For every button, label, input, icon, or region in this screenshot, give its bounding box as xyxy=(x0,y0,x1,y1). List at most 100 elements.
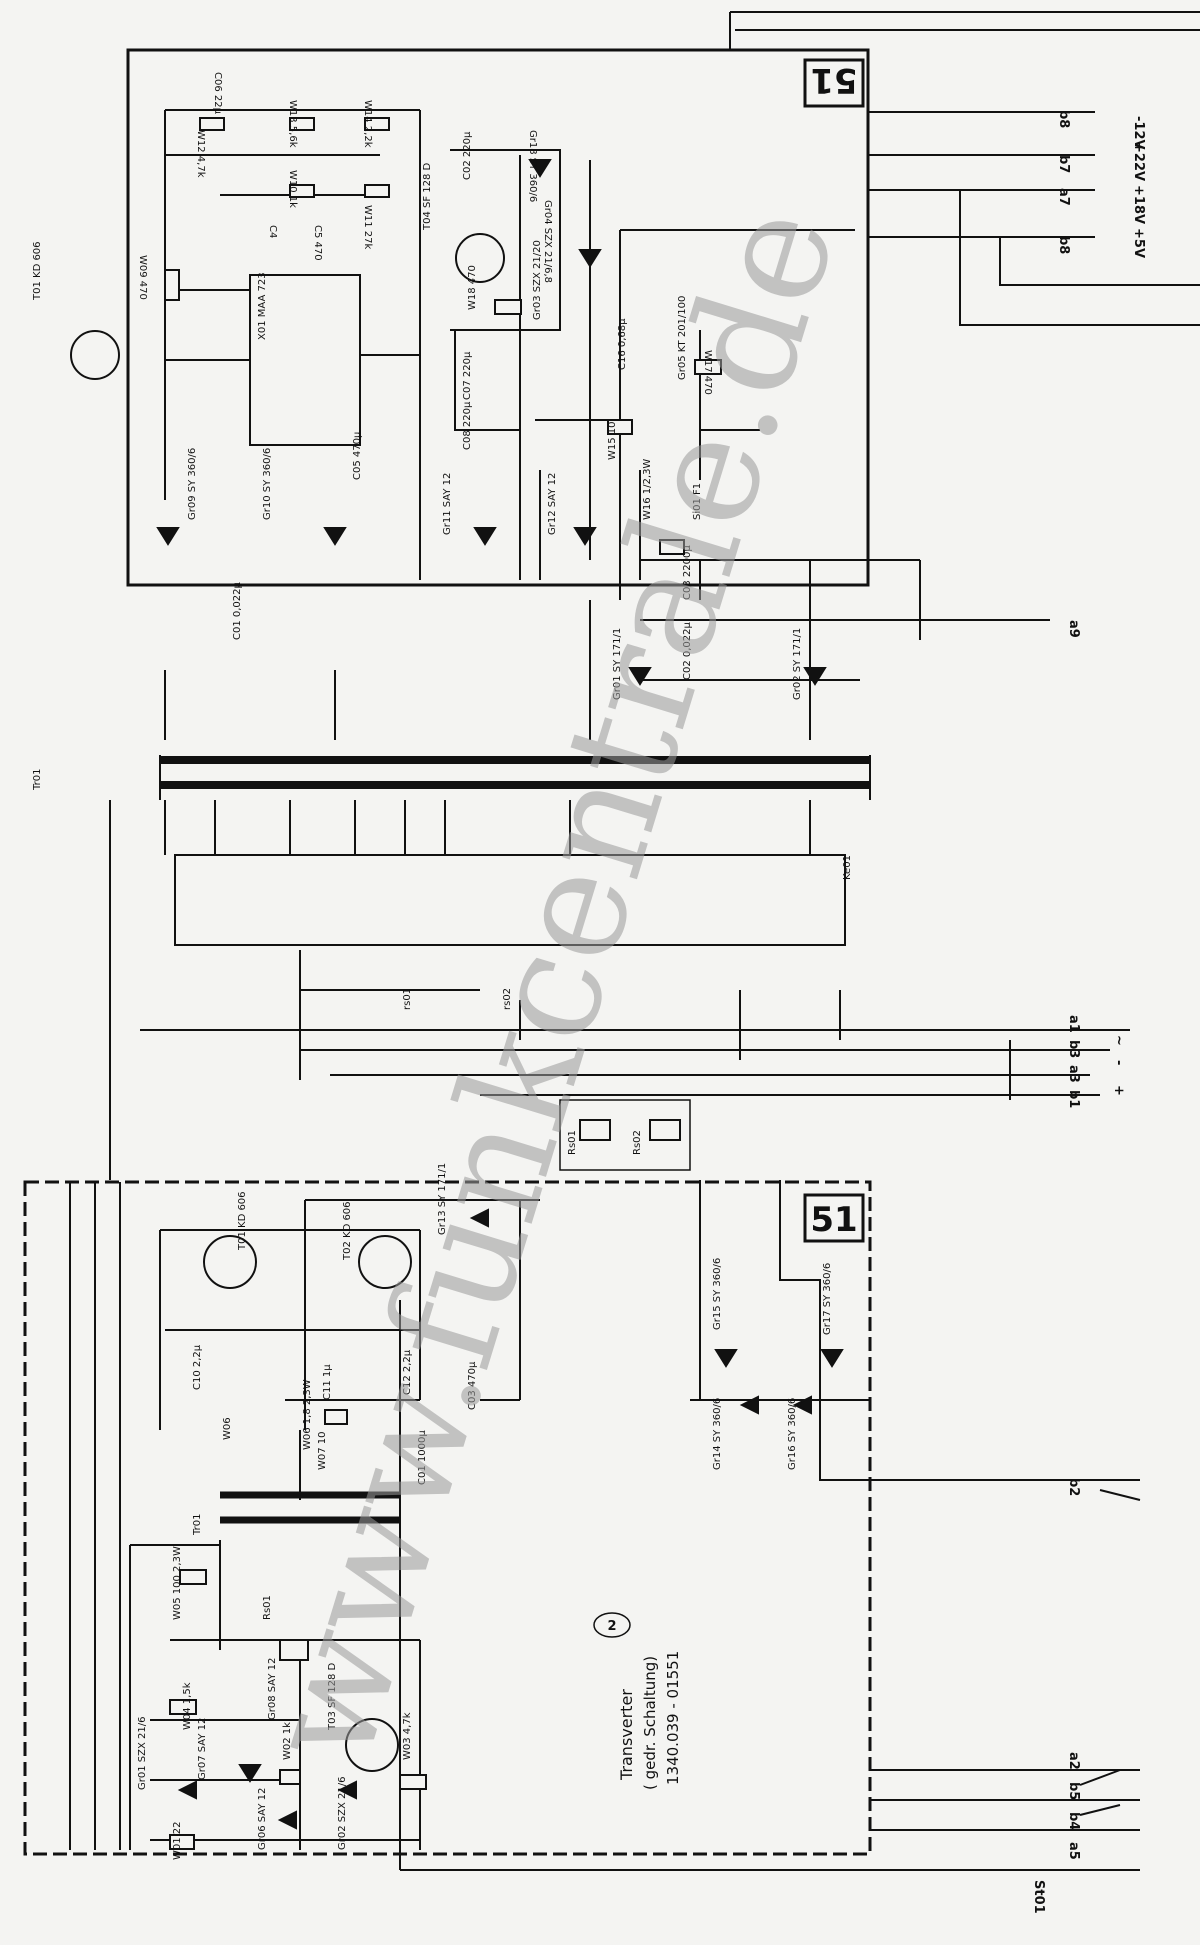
labels-mid-3: rs02 xyxy=(502,988,513,1010)
labels-bottom-0: T01 KD 606 xyxy=(237,1191,248,1251)
title-block: 2 Transverter ( gedr. Schaltung) 1340.03… xyxy=(593,1612,682,1790)
labels-top-2: W13 5,6k xyxy=(287,100,298,148)
connector-label-8: b1 xyxy=(1066,1090,1081,1108)
labels-top-31: C02 0,022µ xyxy=(682,621,693,680)
connector-label-10: St01 xyxy=(1031,1880,1046,1914)
connectors: a9 b2 a2 b5 b4 a5 b3 a3 b1 a1 St01 ~ - + xyxy=(1031,620,1126,1914)
module-top-frame xyxy=(126,48,870,587)
output-label-0: -12V xyxy=(1131,116,1146,150)
labels-bottom-21: Gr01 SZX 21/6 xyxy=(137,1717,148,1790)
connector-label-4: b4 xyxy=(1066,1812,1081,1830)
connector-label-0: a9 xyxy=(1066,620,1081,638)
connector-label-2: a2 xyxy=(1066,1752,1081,1770)
labels-top-13: T04 SF 128 D xyxy=(422,162,433,231)
labels-top-22: W17 470 xyxy=(702,350,713,395)
labels-top-17: Gr04 SZX 21/6,8 xyxy=(542,200,553,283)
labels-bottom-26: W01 22 xyxy=(172,1821,183,1860)
labels-bottom-1: T02 KD 606 xyxy=(342,1201,353,1261)
labels-bottom-22: W02 1k xyxy=(282,1722,293,1760)
labels-bottom-8: W07 10 xyxy=(317,1431,328,1470)
labels-bottom-20: Gr07 SAY 12 xyxy=(197,1718,208,1780)
labels-top-21: C16 0,68µ xyxy=(617,318,628,370)
labels-bottom-18: Gr08 SAY 12 xyxy=(267,1658,278,1720)
labels-top-16: W18 470 xyxy=(467,265,478,310)
output-label-2: +18V xyxy=(1131,185,1146,224)
labels-bottom-14: Tr01 xyxy=(192,1514,203,1536)
labels-top-7: C5 470 xyxy=(312,225,323,261)
labels-bottom-23: Gr06 SAY 12 xyxy=(257,1788,268,1850)
right-outputs: -12V b8 +22V b7 +18V a7 +5V b8 xyxy=(1056,110,1146,258)
labels-top-23: W15 10 xyxy=(607,421,618,460)
module-badges: 51 51 xyxy=(803,58,865,1243)
output-label-1: +22V xyxy=(1131,142,1146,181)
labels-bottom-4: C11 1µ xyxy=(322,1364,333,1400)
labels-top-19: C07 220µ xyxy=(462,351,473,400)
labels-top-20: C08 220µ xyxy=(462,401,473,450)
labels-bottom-12: Gr14 SY 360/6 xyxy=(712,1398,723,1470)
labels-top-30: C03 2200µ xyxy=(682,545,693,600)
labels-bottom-5: C12 2,2µ xyxy=(402,1349,413,1395)
module-badge-bottom: 51 xyxy=(810,1200,857,1240)
labels-bottom-6: C03 470µ xyxy=(467,1361,478,1410)
labels-top-32: Gr01 SY 171/1 xyxy=(612,628,623,700)
connector-label-6: b3 xyxy=(1066,1040,1081,1058)
labels-mid-5: Rs02 xyxy=(632,1130,643,1155)
labels-bottom-7: W06 1,8 2,3W xyxy=(302,1379,313,1450)
labels-top-24: Gr05 KT 201/100 xyxy=(677,296,688,380)
title-number: 2 xyxy=(607,1619,616,1634)
labels-top-18: Gr03 SZX 21/20 xyxy=(532,240,543,320)
polarity-1: - xyxy=(1111,1060,1126,1065)
labels-top-9: X01 MAA 723 xyxy=(257,272,268,340)
labels-bottom-9: C01 1000µ xyxy=(417,1430,428,1485)
labels-top-28: Gr12 SAY 12 xyxy=(547,473,558,535)
labels-top-3: W14 2,2k xyxy=(362,100,373,148)
labels-top-12: Gr10 SY 360/6 xyxy=(262,448,273,520)
labels-top-10: C05 470µ xyxy=(352,431,363,480)
labels-mid-4: Rs01 xyxy=(567,1130,578,1155)
output-pin-2: a7 xyxy=(1056,188,1071,206)
labels-top-35: W06 xyxy=(222,1417,233,1440)
connector-label-5: a5 xyxy=(1066,1842,1081,1860)
connector-label-1: b2 xyxy=(1066,1478,1081,1496)
labels-top-14: C02 220µ xyxy=(462,131,473,180)
labels-bottom-15: W05 100 2,3W xyxy=(172,1546,183,1620)
module-badge-top: 51 xyxy=(810,60,857,100)
connector-label-7: a3 xyxy=(1066,1065,1081,1083)
labels-top-1: W12 4,7k xyxy=(195,130,206,178)
labels-bottom-25: W03 4,7k xyxy=(402,1712,413,1760)
title-line-3: 1340.039 - 01551 xyxy=(664,1651,682,1785)
labels-bottom-24: Gr02 SZX 21/6 xyxy=(337,1777,348,1850)
labels-top-26: Si01 F1 xyxy=(692,483,703,520)
output-pin-1: b7 xyxy=(1056,155,1071,173)
connector-label-9: a1 xyxy=(1066,1015,1081,1033)
labels-mid-1: Ke01 xyxy=(842,855,853,880)
output-pin-3: b8 xyxy=(1056,236,1071,254)
labels-top-15: Gr18 SY 360/6 xyxy=(527,130,538,202)
module-bottom-frame xyxy=(23,1180,872,1856)
labels-mid-0: Tr01 xyxy=(32,769,43,791)
components xyxy=(70,117,844,1850)
labels-bottom-16: Rs01 xyxy=(262,1595,273,1620)
polarity-0: ~ xyxy=(1111,1035,1126,1046)
ke01-block xyxy=(174,854,846,946)
labels-bottom-10: Gr15 SY 360/6 xyxy=(712,1258,723,1330)
labels-bottom-11: Gr17 SY 360/6 xyxy=(822,1263,833,1335)
labels-bottom-3: C10 2,2µ xyxy=(192,1344,203,1390)
labels-bottom-13: Gr16 SY 360/6 xyxy=(787,1398,798,1470)
labels-top-27: Gr11 SAY 12 xyxy=(442,473,453,535)
labels-mid-2: rs01 xyxy=(402,988,413,1010)
labels-bottom-19: T03 SF 128 D xyxy=(327,1662,338,1731)
labels-top-6: C4 xyxy=(267,225,278,238)
labels-top-25: W16 1/2,3W xyxy=(642,459,653,520)
polarity-2: + xyxy=(1111,1085,1126,1096)
labels-top-33: Gr02 SY 171/1 xyxy=(792,628,803,700)
labels-top-0: C06 22µ xyxy=(212,72,223,115)
output-label-3: +5V xyxy=(1131,228,1146,258)
labels-bottom-17: W04 1,5k xyxy=(182,1682,193,1730)
labels-top-4: W10 1k xyxy=(287,170,298,208)
